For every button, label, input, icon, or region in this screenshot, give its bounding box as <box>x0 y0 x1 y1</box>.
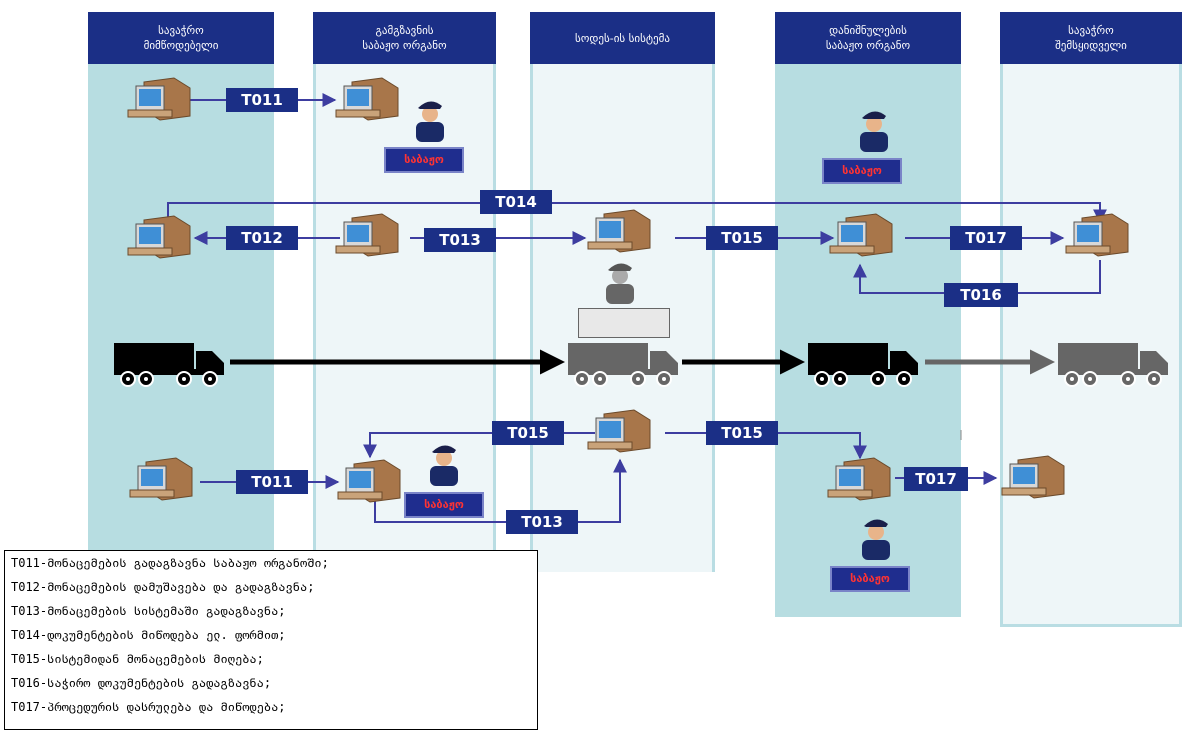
lane-dispatch: გამგზავნის საბაჟო ორგანო <box>313 12 496 572</box>
flow-label-t012: T012 <box>226 226 298 250</box>
checkpoint-booth <box>578 308 670 338</box>
customs-officer-icon <box>862 519 890 560</box>
truck-icon <box>114 343 224 387</box>
customs-label-destination-top: საბაჟო <box>822 158 902 184</box>
computer-icon <box>829 213 893 257</box>
computer-icon <box>335 77 399 121</box>
flow-label-t016: T016 <box>944 283 1018 307</box>
computer-icon <box>1065 213 1129 257</box>
flow-label-t013-top: T013 <box>424 228 496 252</box>
legend: T011-მონაცემების გადაგზავნა საბაჟო ორგან… <box>4 550 538 730</box>
computer-icon <box>1001 455 1065 499</box>
lane-destination: დანიშნულების საბაჟო ორგანო <box>775 12 961 617</box>
legend-item: T011-მონაცემების გადაგზავნა საბაჟო ორგან… <box>11 556 329 570</box>
customs-label-dispatch-top: საბაჟო <box>384 147 464 173</box>
legend-item: T015-სისტემიდან მონაცემების მიღება; <box>11 652 264 666</box>
computer-icon <box>127 77 191 121</box>
truck-icon <box>808 343 918 387</box>
legend-item: T012-მონაცემების დამუშავება და გადაგზავნ… <box>11 580 315 594</box>
customs-officer-icon <box>430 445 458 486</box>
flow-label-t015-top: T015 <box>706 226 778 250</box>
legend-item: T017-პროცედურის დასრულება და მიწოდება; <box>11 700 286 714</box>
computer-icon <box>587 409 651 453</box>
legend-item: T013-მონაცემების სისტემაში გადაგზავნა; <box>11 604 286 618</box>
legend-item: T014-დოკუმენტების მიწოდება ელ. ფორმით; <box>11 628 286 642</box>
lane-header-supplier: სავაჭრო მიმწოდებელი <box>88 12 274 64</box>
computer-icon <box>587 209 651 253</box>
lane-header-system: სოდეს-ის სისტემა <box>530 12 715 64</box>
lane-system: სოდეს-ის სისტემა <box>530 12 715 572</box>
flow-label-t013-bottom: T013 <box>506 510 578 534</box>
customs-officer-icon <box>860 111 888 152</box>
computer-icon <box>127 215 191 259</box>
flow-label-t017-top: T017 <box>950 226 1022 250</box>
computer-icon <box>129 457 193 501</box>
lane-header-dispatch: გამგზავნის საბაჟო ორგანო <box>313 12 496 64</box>
flow-label-t015-bottom-left: T015 <box>492 421 564 445</box>
lane-header-receiver: სავაჭრო შემსყიდველი <box>1000 12 1182 64</box>
computer-icon <box>337 459 401 503</box>
flow-label-t011-top: T011 <box>226 88 298 112</box>
flow-label-t017-bottom: T017 <box>904 467 968 491</box>
lane-header-destination: დანიშნულების საბაჟო ორგანო <box>775 12 961 64</box>
flow-label-t014: T014 <box>480 190 552 214</box>
customs-officer-icon <box>416 101 444 142</box>
legend-item: T016-საჭირო დოკუმენტების გადაგზავნა; <box>11 676 272 690</box>
computer-icon <box>335 213 399 257</box>
truck-icon <box>1058 343 1168 387</box>
computer-icon <box>827 457 891 501</box>
truck-icon <box>568 343 678 387</box>
lane-receiver: სავაჭრო შემსყიდველი <box>1000 12 1182 627</box>
customs-label-destination-bottom: საბაჟო <box>830 566 910 592</box>
flow-label-t015-bottom-right: T015 <box>706 421 778 445</box>
customs-label-dispatch-bottom: საბაჟო <box>404 492 484 518</box>
flow-label-t011-bottom: T011 <box>236 470 308 494</box>
customs-officer-icon <box>606 263 634 304</box>
